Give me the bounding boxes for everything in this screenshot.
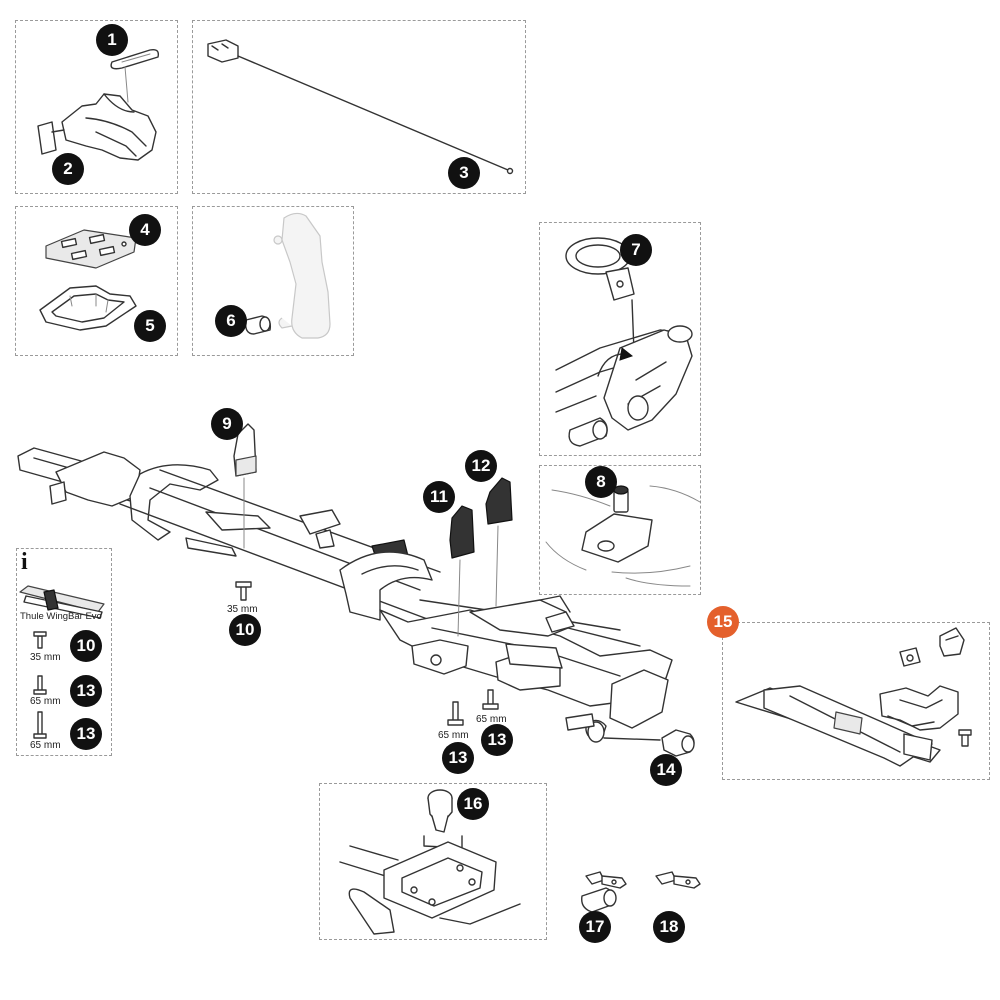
key-lock-icon <box>581 871 627 913</box>
info-row-2-size: 65 mm <box>30 696 61 707</box>
wheel-holder-icon <box>37 93 157 161</box>
group-box-15 <box>722 622 990 780</box>
info-row-2-badge[interactable]: 13 <box>70 675 102 707</box>
rubber-pad-icon <box>39 285 137 331</box>
info-bolt-1-icon <box>33 631 47 649</box>
group-box-1-2 <box>15 20 178 194</box>
part-badge-4[interactable]: 4 <box>129 214 161 246</box>
group-box-3 <box>192 20 526 194</box>
group-box-8 <box>539 465 701 595</box>
part-badge-14[interactable]: 14 <box>650 754 682 786</box>
part-badge-3[interactable]: 3 <box>448 157 480 189</box>
part-badge-15[interactable]: 15 <box>707 606 739 638</box>
part-badge-13a[interactable]: 13 <box>442 742 474 774</box>
t-bolt-10-icon <box>235 581 252 601</box>
info-row-3-badge[interactable]: 13 <box>70 718 102 750</box>
cable-icon <box>207 39 514 175</box>
handle-grip-icon <box>110 48 160 103</box>
part-badge-2[interactable]: 2 <box>52 153 84 185</box>
key-icon <box>655 871 701 889</box>
part-badge-17[interactable]: 17 <box>579 911 611 943</box>
part-badge-5[interactable]: 5 <box>134 310 166 342</box>
info-bolt-3-icon <box>33 711 47 739</box>
group-box-7 <box>539 222 701 456</box>
part-badge-11[interactable]: 11 <box>423 481 455 513</box>
knob-icon <box>661 729 695 757</box>
part-badge-18[interactable]: 18 <box>653 911 685 943</box>
mounting-plate-icon <box>45 229 137 269</box>
wingbar-icon <box>19 585 105 619</box>
info-bolt-2-icon <box>33 675 47 695</box>
t-bolt-13a-icon <box>447 701 464 726</box>
info-box <box>16 548 112 756</box>
part-badge-13b[interactable]: 13 <box>481 724 513 756</box>
strap-kit-icon <box>735 627 972 767</box>
part-badge-9[interactable]: 9 <box>211 408 243 440</box>
group-box-4-5 <box>15 206 178 356</box>
info-title: Thule WingBar Evo <box>20 611 102 622</box>
info-row-3-size: 65 mm <box>30 740 61 751</box>
part-badge-8[interactable]: 8 <box>585 466 617 498</box>
part-badge-10[interactable]: 10 <box>229 614 261 646</box>
part-badge-16[interactable]: 16 <box>457 788 489 820</box>
bolt-13a-size: 65 mm <box>438 730 469 741</box>
info-row-1-size: 35 mm <box>30 652 61 663</box>
group-box-16 <box>319 783 547 940</box>
screw-icon <box>545 485 701 587</box>
clamp-ring-icon <box>555 237 693 447</box>
bolt-10-size: 35 mm <box>227 604 258 615</box>
part-badge-12[interactable]: 12 <box>465 450 497 482</box>
part-badge-7[interactable]: 7 <box>620 234 652 266</box>
main-carrier-icon <box>17 447 673 743</box>
part-badge-6[interactable]: 6 <box>215 305 247 337</box>
bolt-13b-size: 65 mm <box>476 714 507 725</box>
t-bolt-13b-icon <box>482 689 499 710</box>
cap-icon <box>244 212 331 339</box>
group-box-6 <box>192 206 354 356</box>
slide-block-9-icon <box>233 423 257 549</box>
lock-cylinder-icon <box>339 789 521 935</box>
info-icon: i <box>21 549 28 575</box>
info-row-1-badge[interactable]: 10 <box>70 630 102 662</box>
slide-block-11-icon <box>449 505 475 637</box>
slide-block-12-icon <box>485 477 513 607</box>
part-badge-1[interactable]: 1 <box>96 24 128 56</box>
